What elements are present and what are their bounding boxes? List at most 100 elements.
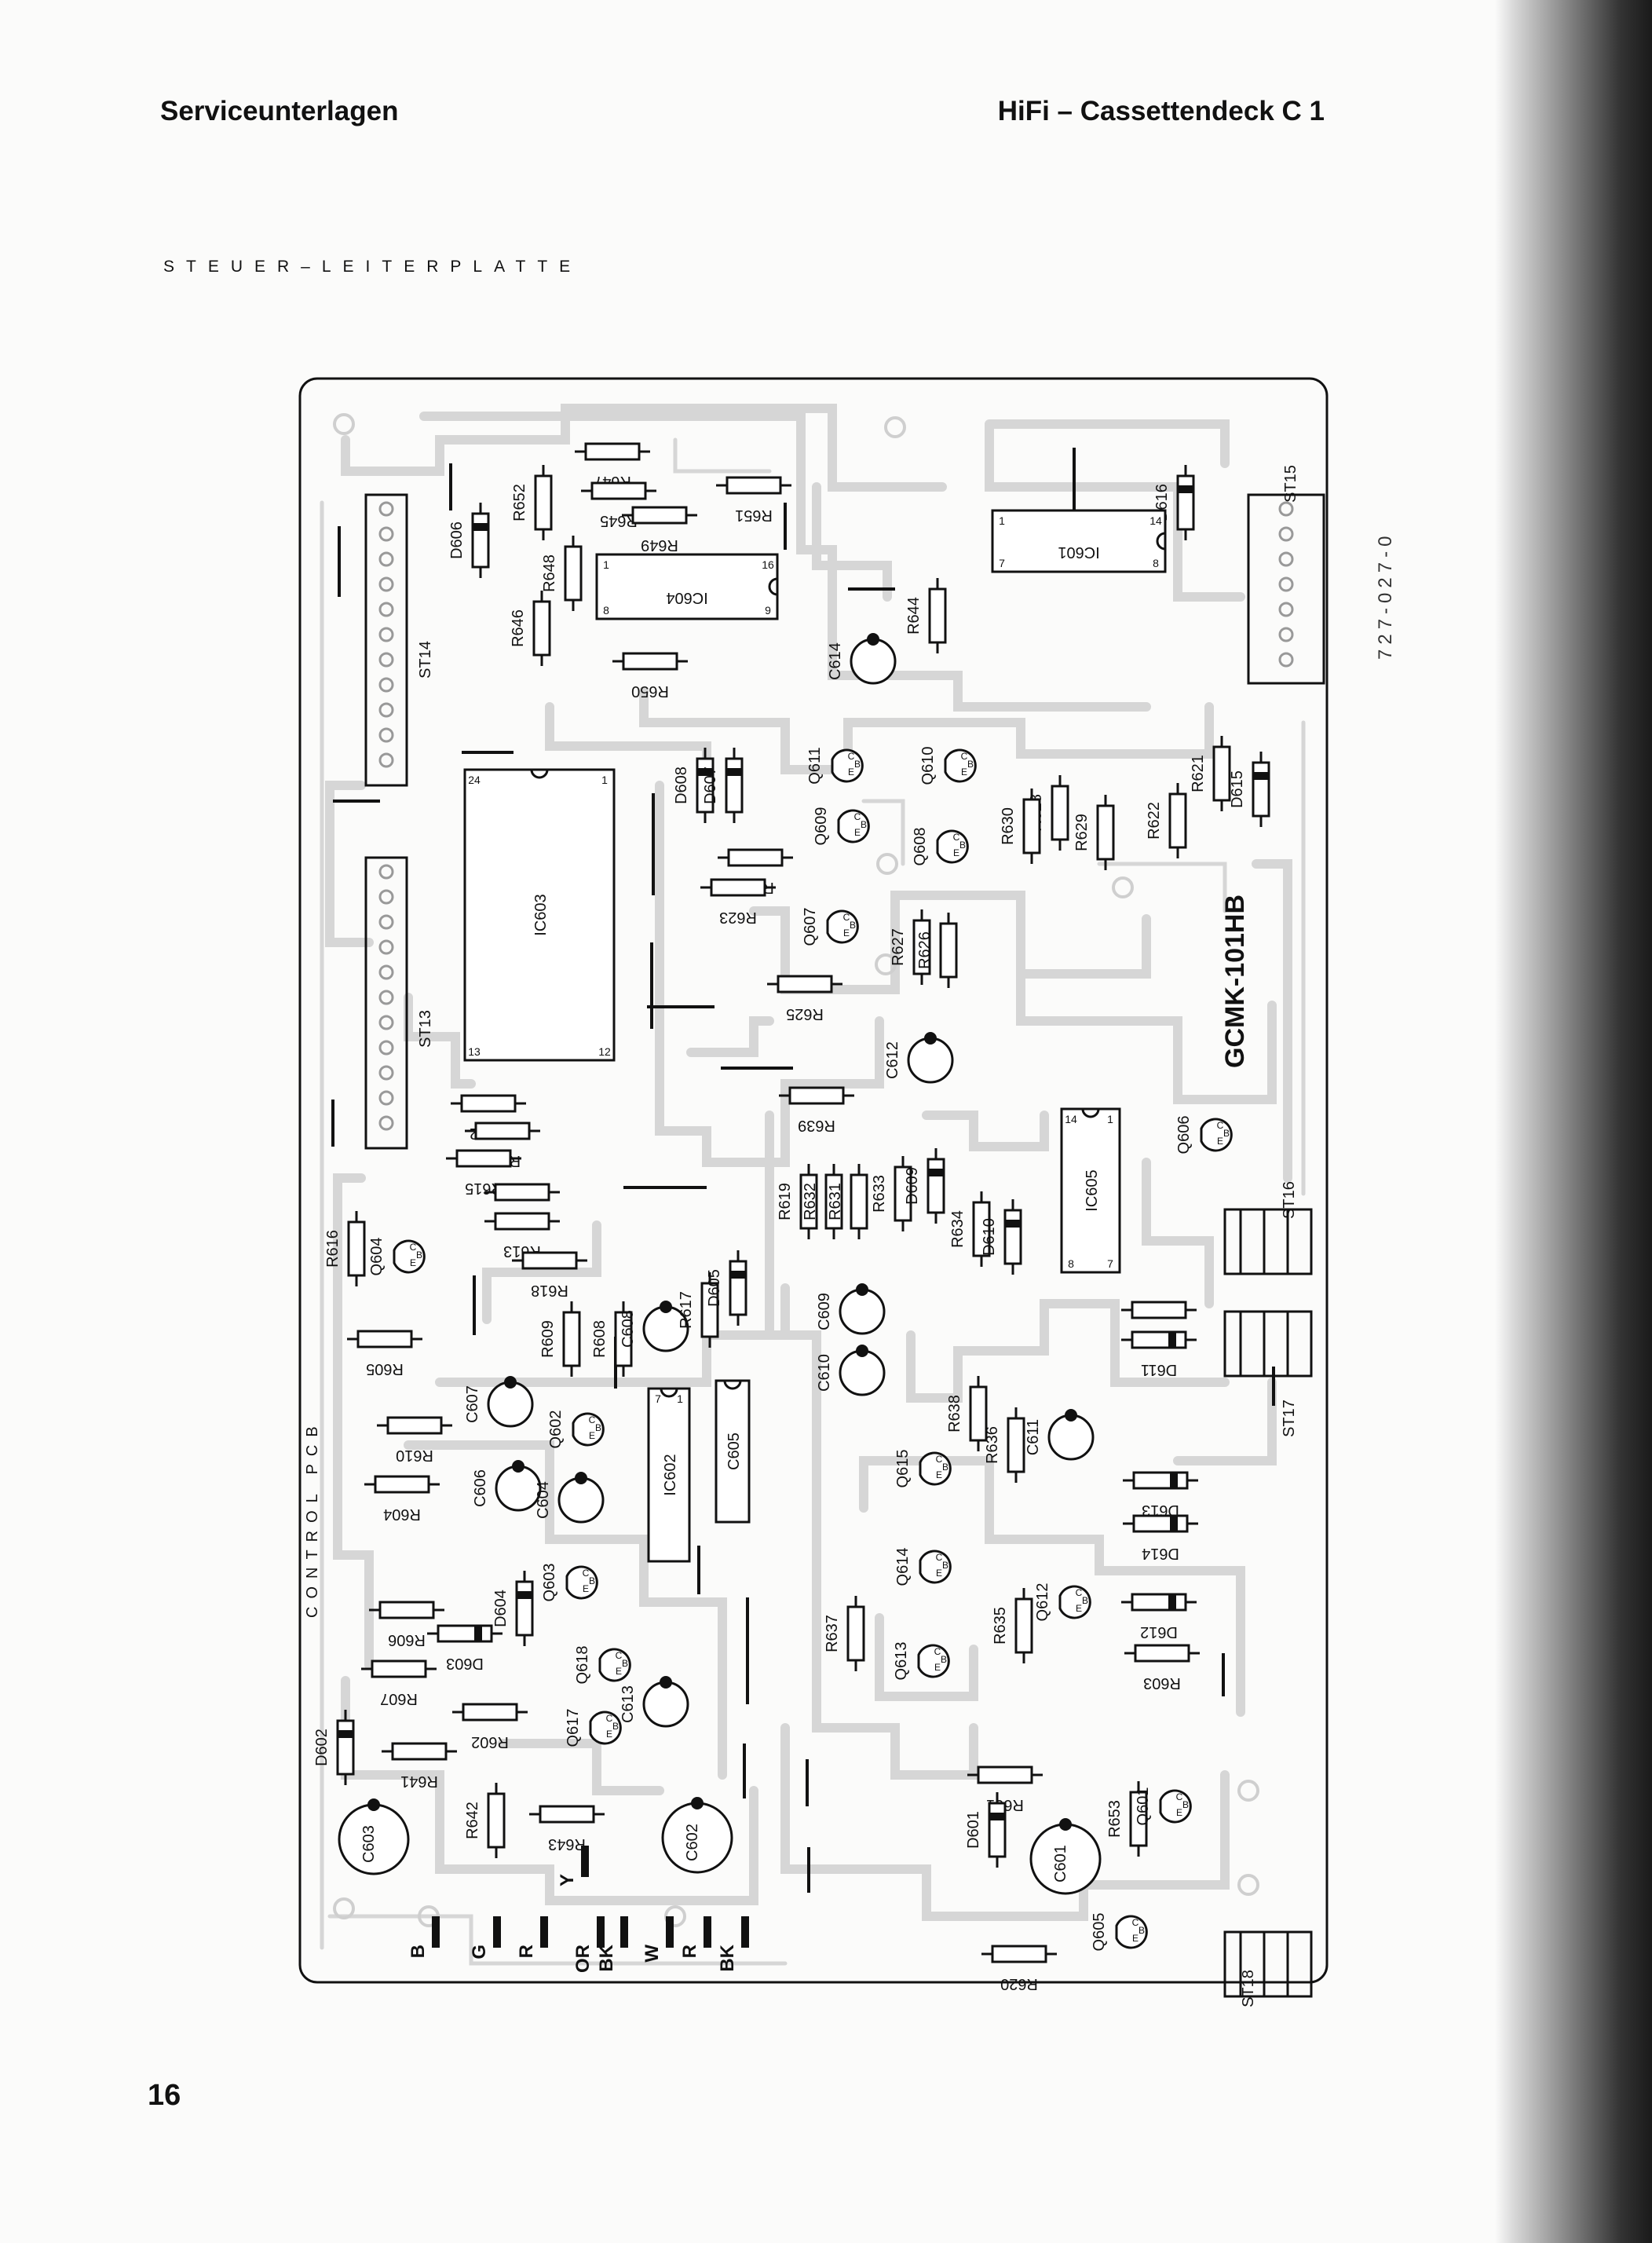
pcb-trace (327, 1914, 788, 1966)
transistor-pin-label: C (936, 1454, 943, 1465)
resistor-body (584, 442, 641, 461)
connector-ref-label: ST13 (417, 1010, 434, 1048)
diode-body (729, 1260, 747, 1316)
component-r625: R625 (767, 975, 842, 1023)
component-ref-label: Q611 (806, 747, 824, 784)
component-ref-label: D608 (673, 767, 690, 804)
pcb-trace (673, 437, 772, 474)
component-d614: D614 (1123, 1514, 1198, 1562)
pcb-trace (749, 891, 1151, 994)
ic-pin-number: 13 (468, 1045, 481, 1058)
ic-body (715, 1379, 751, 1524)
connector-body (1223, 1208, 1313, 1275)
component-r605: R605 (347, 1330, 422, 1378)
transistor-pin-label: C (616, 1650, 623, 1661)
wire-color-label: BK (596, 1944, 617, 1971)
resistor-body (374, 1475, 430, 1494)
component-d609: D609 (904, 1148, 945, 1224)
transistor-pin-label: B (416, 1250, 422, 1261)
diode-band (517, 1591, 532, 1599)
resistor-body (939, 922, 958, 979)
wire-color-bk: BK (596, 1916, 628, 1972)
transistor-body (919, 1550, 952, 1584)
diode-body (1132, 1471, 1189, 1490)
wire-color-label: R (679, 1945, 700, 1958)
transistor-pin-label: B (967, 759, 974, 770)
transistor-pin-label: C (589, 1414, 596, 1425)
wire-color-label: OR (572, 1945, 594, 1973)
transistor-pin-label: C (410, 1242, 417, 1253)
capacitor-polarity-dot (504, 1376, 517, 1389)
resistor-body (562, 1311, 581, 1367)
component-ref-label: C603 (360, 1825, 378, 1863)
board-part-number: 727-027-0 (1375, 532, 1396, 660)
pcb-trace (498, 1613, 978, 1795)
resistor-body (371, 1659, 427, 1678)
transistor-pin-label: C (1217, 1120, 1224, 1131)
transistor-body (1200, 1118, 1233, 1152)
mounting-hole (884, 416, 906, 438)
component-ref-label: R648 (541, 554, 558, 592)
component-r653: R653 (1106, 1781, 1148, 1857)
diode-body (515, 1580, 534, 1637)
component-ref-label: D610 (981, 1218, 998, 1256)
ic-ref-label: IC603 (532, 894, 550, 935)
diode-body (437, 1624, 493, 1643)
pcb-trace (404, 1440, 727, 1780)
capacitor-body (557, 1476, 605, 1524)
capacitor-polarity-dot (660, 1676, 672, 1689)
component-ref-label: D604 (492, 1590, 510, 1627)
component-ref-label: D614 (1142, 1545, 1179, 1562)
component-ref-label: R636 (984, 1426, 1001, 1464)
connector-pin (378, 1015, 394, 1030)
component-r638: R638 (946, 1376, 988, 1451)
component-r632: R632 (802, 1164, 843, 1239)
wire-color-b: B (408, 1916, 440, 1958)
ic-pin-number: 1 (999, 514, 1005, 527)
component-c610: C610 (816, 1345, 886, 1396)
component-ref-label: C610 (816, 1354, 833, 1392)
capacitor-polarity-dot (856, 1345, 868, 1357)
diode-band (989, 1813, 1005, 1820)
component-ref-label: D602 (313, 1729, 331, 1766)
component-ref-label: D609 (904, 1167, 921, 1205)
component-d604: D604 (492, 1571, 534, 1646)
resistor-body (777, 975, 833, 993)
wire-color-label: BK (717, 1944, 738, 1971)
connector-st18: ST18 (1223, 1930, 1313, 2007)
resistor-body (969, 1385, 988, 1442)
resistor-body (460, 1094, 517, 1113)
transistor-pin-label: C (1076, 1587, 1083, 1598)
component-ref-label: R630 (1000, 807, 1017, 845)
component-ref-label: Q617 (565, 1709, 582, 1747)
transistor-pin-label: C (934, 1646, 941, 1657)
component-c614: C614 (827, 633, 897, 685)
diode-body (471, 512, 490, 569)
header-left-title: Serviceunterlagen (160, 96, 399, 126)
ic-pin-number: 1 (603, 558, 609, 571)
component-d605: D605 (706, 1250, 747, 1326)
resistor-body (614, 1311, 633, 1367)
ic-body (991, 509, 1167, 573)
connector-pin (378, 914, 394, 930)
resistor-body (347, 1220, 366, 1277)
component-ref-label: R627 (890, 928, 907, 966)
wire-pad (540, 1916, 548, 1948)
resistor-body (455, 1149, 512, 1168)
ic-ref-label: IC604 (666, 589, 707, 606)
capacitor-polarity-dot (1059, 1818, 1072, 1831)
resistor-body (977, 1765, 1033, 1784)
component-c603: C603 (338, 1798, 410, 1875)
component-r604: R604 (364, 1475, 440, 1523)
wire-color-label: B (408, 1945, 429, 1958)
ic-pin-number: 8 (1068, 1257, 1074, 1270)
component-r649: R649 (622, 506, 697, 554)
component-d601: D601 (965, 1792, 1007, 1868)
component-r620: R620 (981, 1945, 1057, 1992)
component-c601: C601 (1029, 1818, 1102, 1895)
capacitor-polarity-dot (575, 1472, 587, 1484)
component-r634: R634 (949, 1191, 991, 1267)
component-ref-label: Q609 (813, 807, 830, 846)
resistor-body (534, 474, 553, 531)
capacitor-body (839, 1349, 886, 1396)
